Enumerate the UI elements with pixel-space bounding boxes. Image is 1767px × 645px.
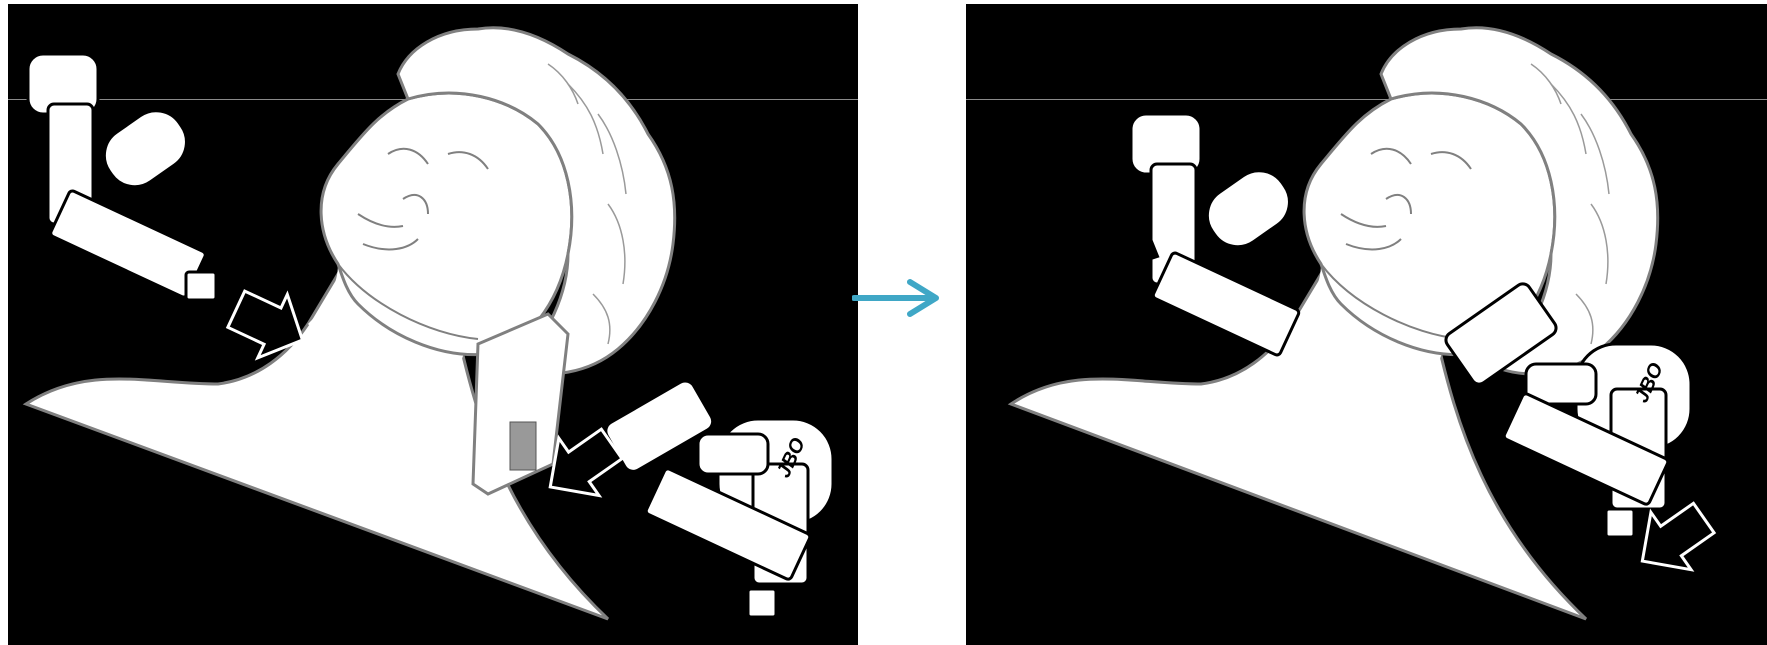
device-bottom-right: JBO bbox=[602, 377, 833, 617]
before-panel: JBO bbox=[8, 4, 858, 645]
device-top-left bbox=[28, 54, 216, 300]
after-panel: JBO bbox=[966, 4, 1767, 645]
device-upper-left bbox=[1131, 114, 1300, 356]
after-illustration: JBO bbox=[966, 4, 1767, 645]
before-illustration: JBO bbox=[8, 4, 858, 645]
support-slot bbox=[510, 422, 536, 470]
right-arrow-icon bbox=[852, 278, 942, 328]
